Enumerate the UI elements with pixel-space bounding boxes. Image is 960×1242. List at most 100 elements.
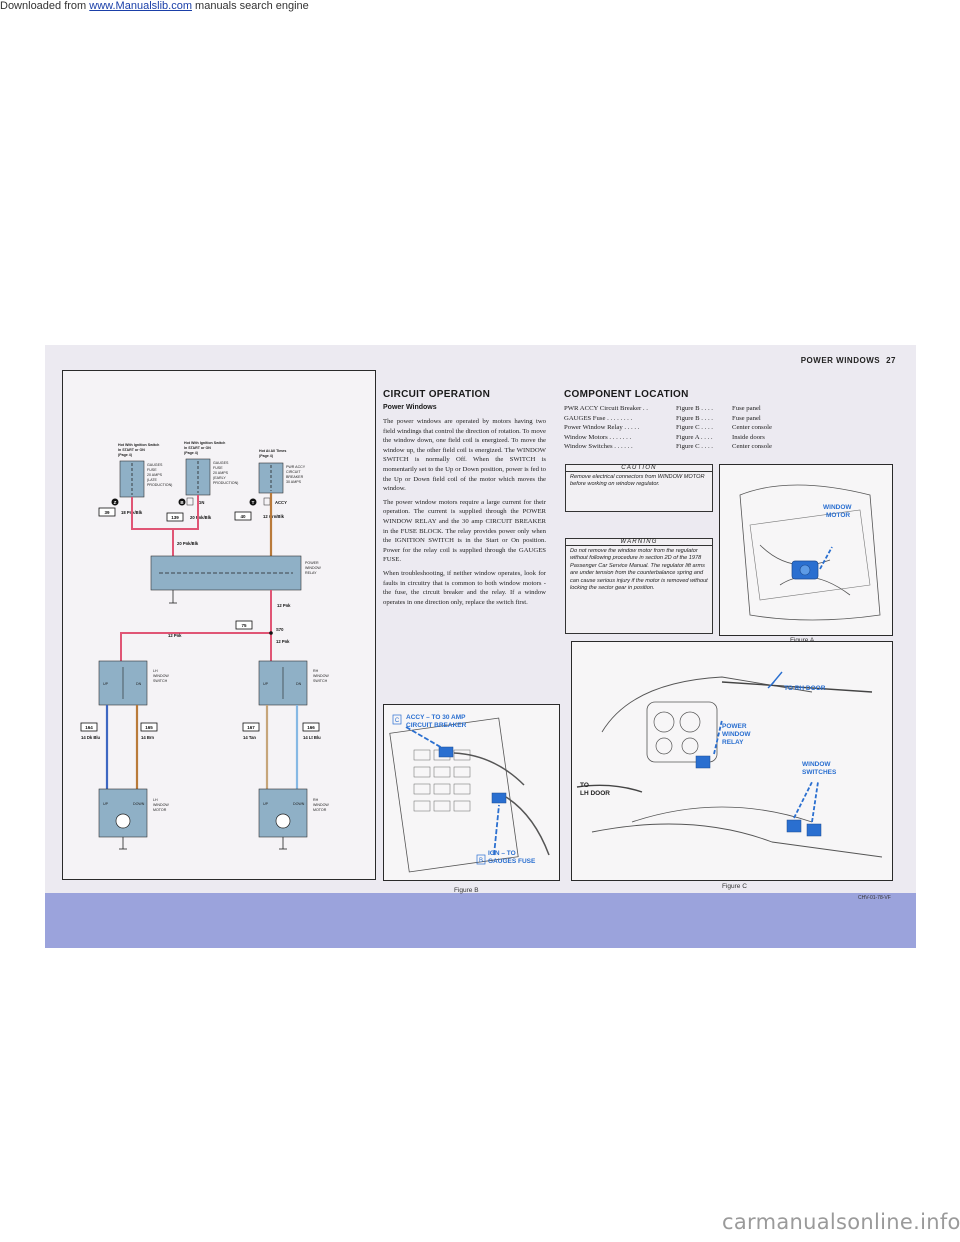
svg-text:GAUGES: GAUGES	[213, 461, 229, 465]
svg-text:IGN: IGN	[197, 500, 204, 505]
svg-text:(LATE: (LATE	[147, 478, 158, 482]
svg-text:WINDOW: WINDOW	[153, 674, 169, 678]
svg-text:ACCY: ACCY	[275, 500, 287, 505]
lh-window-motor: UP DOWN LH WINDOW MOTOR	[98, 788, 169, 850]
svg-text:(Page 4): (Page 4)	[184, 451, 199, 455]
gauges-fuse-early: GAUGES FUSE 20 AMPS (EARLY PRODUCTION)	[185, 458, 238, 496]
svg-text:WINDOW: WINDOW	[722, 731, 751, 738]
svg-text:WINDOW: WINDOW	[823, 504, 852, 511]
table-row: PWR ACCY Circuit Breaker . .Figure B . .…	[564, 405, 761, 412]
component-location-table: PWR ACCY Circuit Breaker . .Figure B . .…	[564, 404, 894, 452]
svg-text:WINDOW: WINDOW	[153, 803, 169, 807]
doc-code: CHV-01-78-VF	[858, 895, 891, 901]
warning-box: WARNING Do not remove the window motor f…	[565, 538, 713, 634]
figure-a-caption: Figure A	[790, 637, 814, 644]
svg-text:In START or ON: In START or ON	[184, 446, 211, 450]
footer-watermark: carmanualsonline.info	[722, 1210, 960, 1234]
svg-text:TO: TO	[580, 782, 589, 789]
svg-text:POWER: POWER	[305, 561, 319, 565]
component-location-title: COMPONENT LOCATION	[564, 389, 689, 400]
svg-text:MOTOR: MOTOR	[153, 808, 167, 812]
svg-text:(Page 4): (Page 4)	[118, 453, 133, 457]
svg-text:20 Pnk/Blk: 20 Pnk/Blk	[177, 541, 199, 546]
svg-text:In START or ON: In START or ON	[118, 448, 145, 452]
svg-text:PWR ACCY: PWR ACCY	[286, 465, 306, 469]
svg-text:CIRCUIT: CIRCUIT	[286, 470, 301, 474]
pwr-accy-circuit-breaker: PWR ACCY CIRCUIT BREAKER 30 AMPS	[258, 462, 306, 494]
svg-text:DOWN: DOWN	[133, 802, 145, 806]
svg-text:RH: RH	[313, 798, 319, 802]
circuit-operation-title: CIRCUIT OPERATION	[383, 389, 491, 400]
svg-text:UP: UP	[263, 802, 269, 806]
svg-text:(Page 4): (Page 4)	[259, 454, 274, 458]
component-location-section: COMPONENT LOCATION PWR ACCY Circuit Brea…	[564, 389, 894, 452]
svg-text:14 Tan: 14 Tan	[243, 735, 256, 740]
figure-c: TO RH DOOR POWER WINDOW RELAY WINDOW SWI…	[571, 641, 893, 881]
svg-text:UP: UP	[263, 682, 269, 686]
svg-text:LH: LH	[153, 669, 158, 673]
svg-text:FUSE: FUSE	[147, 468, 157, 472]
lh-window-switch: UP DN LH WINDOW SWITCH	[98, 660, 169, 706]
svg-text:165: 165	[145, 725, 153, 730]
svg-text:20 Pnk/Blk: 20 Pnk/Blk	[190, 515, 212, 520]
svg-text:167: 167	[247, 725, 255, 730]
svg-text:POWER: POWER	[722, 723, 747, 730]
figure-a-illustration: WINDOW MOTOR	[739, 484, 881, 621]
svg-text:RH: RH	[313, 669, 319, 673]
bottom-color-strip	[45, 893, 916, 948]
svg-text:PRODUCTION): PRODUCTION)	[213, 481, 238, 485]
svg-text:164: 164	[85, 725, 93, 730]
svg-text:(EARLY: (EARLY	[213, 476, 226, 480]
svg-text:20 AMPS: 20 AMPS	[147, 473, 163, 477]
svg-text:WINDOW: WINDOW	[313, 803, 329, 807]
table-row: Window Switches . . . . . .Figure C . . …	[564, 443, 772, 450]
svg-text:DN: DN	[296, 682, 302, 686]
svg-text:S70: S70	[276, 627, 284, 632]
svg-text:B: B	[180, 500, 184, 505]
figure-b-illustration: C B ACCY – TO 30 AMP CIRCUIT BREAKER IGN…	[389, 714, 550, 873]
svg-text:12 Orn/Blk: 12 Orn/Blk	[263, 514, 285, 519]
svg-text:ACCY – TO 30 AMP: ACCY – TO 30 AMP	[406, 714, 466, 721]
circuit-operation-subtitle: Power Windows	[383, 404, 437, 411]
svg-text:RELAY: RELAY	[305, 571, 317, 575]
table-row: GAUGES Fuse . . . . . . . .Figure B . . …	[564, 414, 761, 422]
table-row: Window Motors . . . . . . .Figure A . . …	[564, 433, 765, 441]
manualslib-link[interactable]: www.Manualslib.com	[89, 0, 192, 12]
svg-text:Hot With Ignition Switch: Hot With Ignition Switch	[118, 443, 159, 447]
svg-text:WINDOW: WINDOW	[802, 761, 831, 768]
svg-text:UP: UP	[103, 682, 109, 686]
svg-text:40: 40	[240, 514, 246, 519]
svg-text:FUSE: FUSE	[213, 466, 223, 470]
download-banner: Downloaded from www.Manualslib.com manua…	[0, 0, 309, 12]
warning-heading: WARNING	[566, 539, 712, 546]
power-window-relay: POWER WINDOW RELAY	[150, 555, 321, 591]
svg-text:CIRCUIT BREAKER: CIRCUIT BREAKER	[406, 722, 467, 729]
svg-text:12 Pnk: 12 Pnk	[277, 603, 291, 608]
svg-text:30 AMPS: 30 AMPS	[286, 480, 302, 484]
wiring-diagram: Hot With Ignition Switch In START or ON …	[80, 441, 329, 850]
svg-text:14 Brn: 14 Brn	[141, 735, 154, 740]
svg-text:SWITCHES: SWITCHES	[802, 769, 837, 776]
svg-text:PRODUCTION): PRODUCTION)	[147, 483, 172, 487]
svg-text:GAUGES FUSE: GAUGES FUSE	[488, 858, 536, 865]
svg-text:C: C	[395, 718, 400, 724]
svg-text:14 Lt Blu: 14 Lt Blu	[303, 735, 321, 740]
gauges-fuse-late: GAUGES FUSE 20 AMPS (LATE PRODUCTION)	[119, 460, 172, 498]
svg-text:Hot At All Times: Hot At All Times	[259, 449, 286, 453]
svg-text:RELAY: RELAY	[722, 739, 744, 746]
svg-text:SWITCH: SWITCH	[313, 679, 328, 683]
rh-window-switch: UP DN RH WINDOW SWITCH	[258, 660, 329, 706]
svg-text:12 Pnk: 12 Pnk	[276, 639, 290, 644]
svg-text:Hot With Ignition Switch: Hot With Ignition Switch	[184, 441, 225, 445]
svg-text:139: 139	[171, 515, 179, 520]
svg-text:B: B	[479, 858, 483, 864]
rh-window-motor: UP DOWN RH WINDOW MOTOR	[258, 788, 329, 850]
caution-heading: CAUTION	[566, 465, 712, 472]
circuit-operation-body: The power windows are operated by motors…	[383, 418, 546, 606]
svg-text:20 AMPS: 20 AMPS	[213, 471, 229, 475]
svg-text:DN: DN	[136, 682, 142, 686]
figure-a: WINDOW MOTOR	[719, 464, 893, 636]
svg-text:LH DOOR: LH DOOR	[580, 790, 610, 797]
warning-text: Do not remove the window motor from the …	[570, 548, 708, 592]
